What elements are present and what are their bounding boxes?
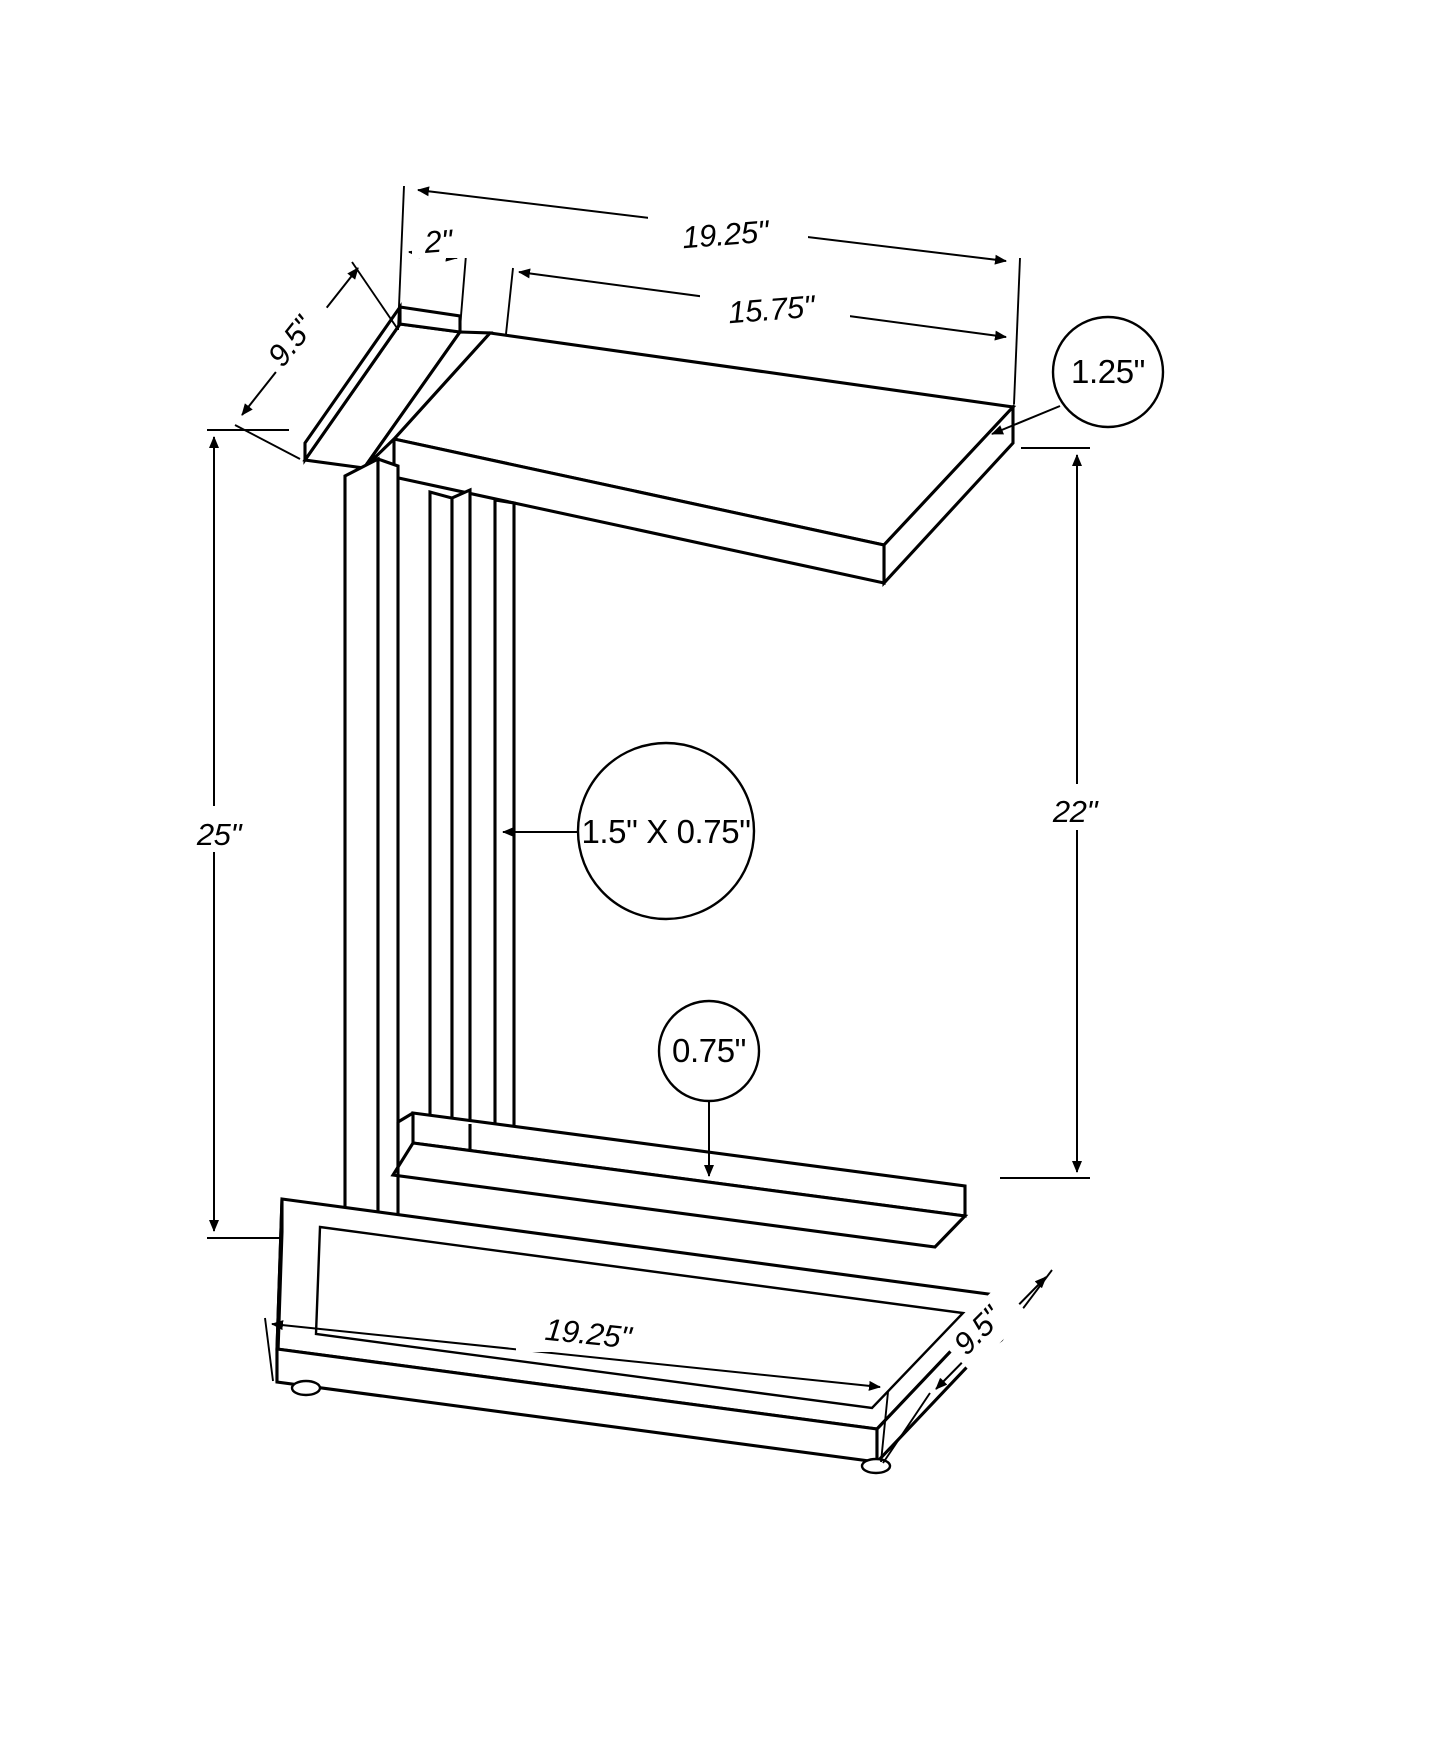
dim-label-overall-height: 25" xyxy=(196,817,244,852)
callout-label-frame-profile: 1.5" X 0.75" xyxy=(581,813,750,850)
dim-label-top-surface-height: 22" xyxy=(1052,794,1100,829)
callout-circle-top-thickness xyxy=(1051,315,1165,429)
dim-base-width: 19.25" xyxy=(264,1310,889,1463)
callout-circle-frame-profile xyxy=(576,741,756,921)
callout-frame-profile: 1.5" X 0.75" xyxy=(502,741,756,921)
vertical-leg-inner-post xyxy=(428,487,472,1161)
lower-rail xyxy=(390,1111,969,1249)
dim-top-inner-width: 15.75" xyxy=(505,267,1007,341)
vertical-leg-post xyxy=(343,456,400,1251)
callout-top-thickness: 1.25" xyxy=(991,315,1165,435)
table-top-slab xyxy=(391,331,1017,587)
post-rail-joint-detail xyxy=(396,1111,472,1175)
callout-base-thickness: 0.75" xyxy=(657,999,761,1177)
dim-label-top-overall-width: 19.25" xyxy=(681,214,772,256)
dim-top-overall-width: 19.25" xyxy=(397,185,1021,405)
inner-frame-upright xyxy=(493,498,516,1136)
callout-label-base-thickness: 0.75" xyxy=(672,1032,746,1069)
dim-label-top-leg-offset: 2" xyxy=(422,223,455,260)
dim-label-top-inner-width: 15.75" xyxy=(727,289,818,331)
dim-top-surface-height: 22" xyxy=(1000,447,1112,1179)
callout-circle-base-thickness xyxy=(657,999,761,1103)
dim-top-leg-offset: 2" xyxy=(408,222,472,329)
callout-label-top-thickness: 1.25" xyxy=(1071,353,1145,390)
dim-overall-height: 25" xyxy=(186,429,289,1239)
